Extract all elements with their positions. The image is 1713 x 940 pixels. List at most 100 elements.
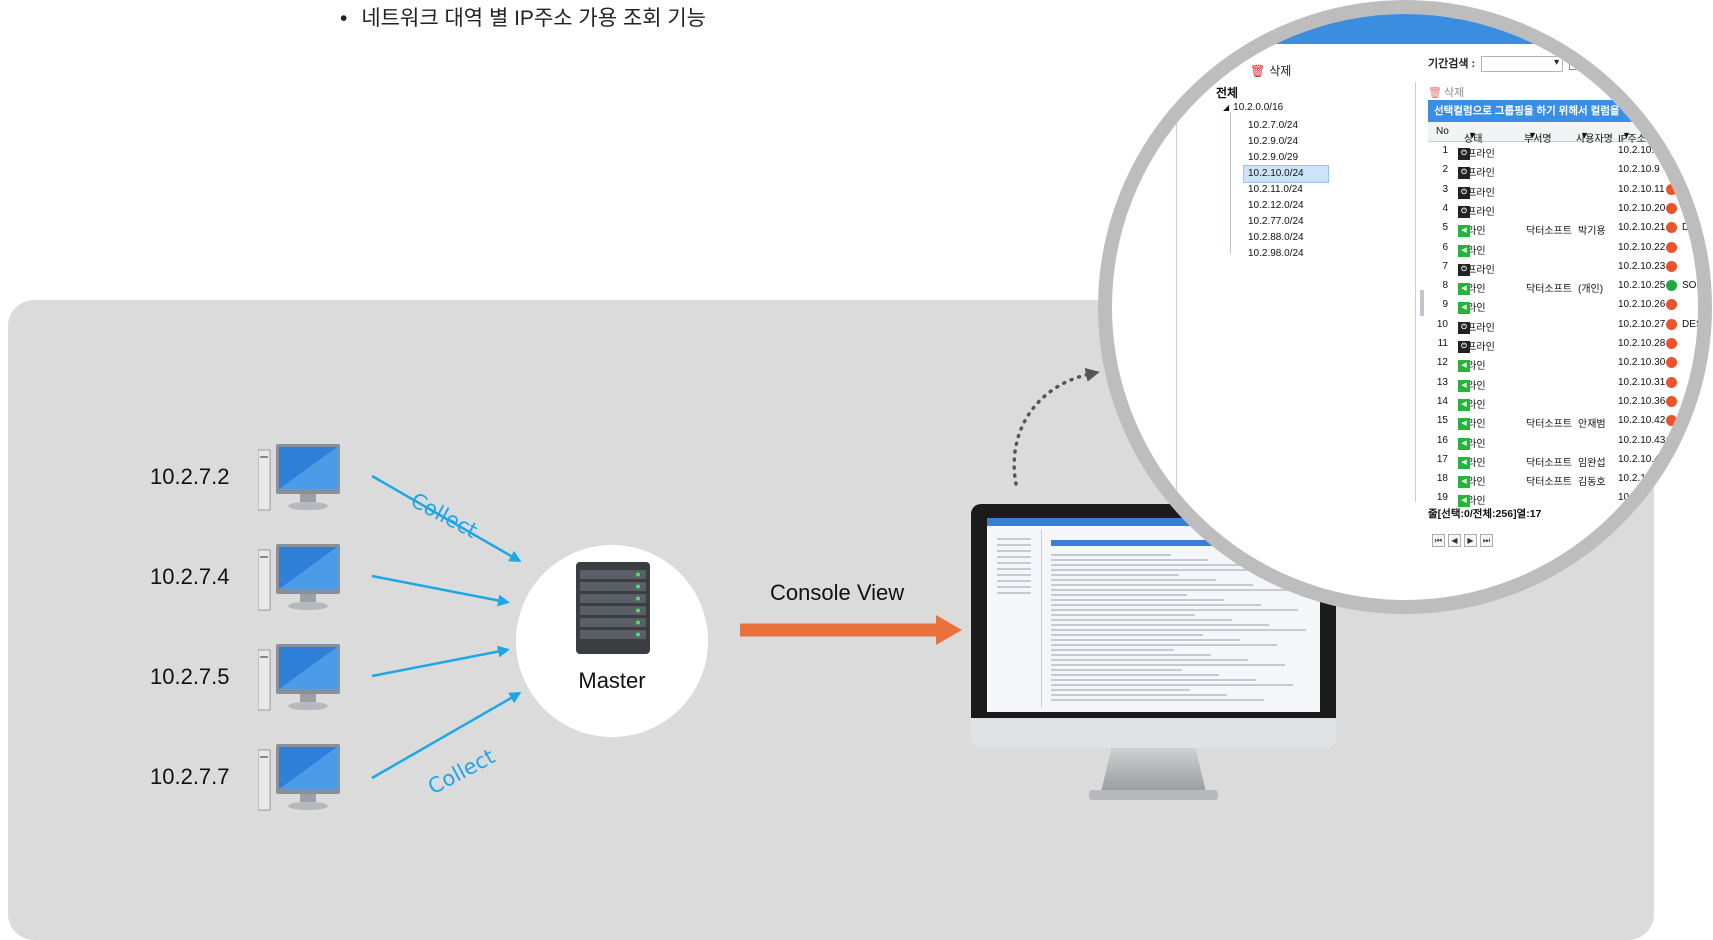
pc-power-icon[interactable] [1666,492,1677,504]
thumbnail-row [1051,669,1182,671]
tree-item[interactable]: 10.2.9.0/24 [1248,136,1299,147]
pc-power-icon[interactable] [1666,145,1677,156]
row-status: ⏻오프라인 [1458,261,1495,276]
tree-delete-label: 삭제 [1269,64,1292,78]
thumbnail-tree-row [997,574,1031,576]
last-page-button[interactable]: ⏭ [1480,534,1493,547]
filter-icon[interactable]: ▼ [1528,130,1537,140]
tree-node-network[interactable]: ◢10.2.0.0/16 [1223,102,1283,113]
master-label: Master [578,668,646,693]
next-page-button[interactable]: ▶ [1464,534,1477,547]
tree-item[interactable]: 10.2.77.0/24 [1248,216,1304,227]
period-select[interactable] [1481,56,1564,73]
tree-item[interactable]: 10.2.9.0/29 [1248,152,1299,163]
row-ip: 10.2.10.28 [1618,338,1666,349]
pc-power-icon[interactable] [1666,415,1677,427]
pc-power-icon[interactable] [1666,299,1677,311]
tree-item[interactable]: 10.2.12.0/24 [1248,200,1304,211]
offline-status-icon: ⏻ [1458,263,1470,276]
grid-delete-button[interactable]: 🗑삭제 [1428,84,1464,100]
row-ip: 10.2.10.20 [1618,202,1666,214]
pc-power-icon[interactable] [1666,453,1677,465]
pc-power-icon[interactable] [1666,183,1677,195]
online-status-icon: ◀ [1458,418,1470,431]
thumbnail-row [1051,579,1216,581]
pc-power-icon[interactable] [1666,241,1677,253]
thumbnail-row [1051,694,1227,696]
pc-power-icon[interactable] [1666,164,1677,176]
row-number: 5 [1442,222,1448,234]
thumbnail-tree-row [997,538,1031,540]
panel-splitter[interactable] [1420,290,1424,316]
tree-root[interactable]: 전체 [1216,86,1239,100]
row-status: ◀온라인 [1458,473,1486,489]
row-status-label: 온라인 [1458,457,1486,469]
pc-power-icon[interactable] [1666,395,1677,407]
pc-power-icon[interactable] [1666,202,1677,214]
row-status-label: 온라인 [1458,361,1486,373]
filter-icon[interactable]: ▼ [1468,130,1477,140]
column-pc[interactable]: 컴퓨 [1682,130,1701,141]
row-number: 17 [1436,453,1448,465]
thumbnail-row [1051,624,1269,626]
thumbnail-row [1051,599,1224,601]
pc-power-icon[interactable] [1666,434,1677,446]
row-dept: 닥터소프트 [1526,477,1572,489]
tree-item[interactable]: 10.2.7.0/24 [1248,120,1299,131]
collect-arrow-3 [371,645,510,678]
client-4: 10.2.7.7 [150,744,350,814]
date-value[interactable]: 2017-05-04 [1586,58,1643,70]
tree-item[interactable]: 10.2.10.0/24 [1243,165,1329,183]
column-no[interactable]: No [1436,126,1449,137]
thumbnail-tree-row [997,592,1031,594]
tree-item[interactable]: 10.2.11.0/24 [1248,184,1303,195]
collapse-triangle-icon[interactable]: ◢ [1223,103,1230,112]
tree-item[interactable]: 10.2.88.0/24 [1248,232,1304,243]
first-page-button[interactable]: ⏮ [1432,534,1445,547]
date-checkbox[interactable] [1569,58,1581,70]
computer-icon [258,544,340,611]
thumbnail-tree-row [997,562,1031,564]
row-ip: 10.2.10.21 [1618,222,1666,234]
pc-power-icon[interactable] [1666,357,1677,369]
filter-icon[interactable]: ▼ [1622,130,1631,140]
pc-power-icon[interactable] [1666,318,1677,330]
pc-power-icon[interactable] [1666,338,1677,349]
pc-power-icon[interactable] [1666,260,1677,272]
online-status-icon: ◀ [1458,495,1470,508]
pc-power-icon[interactable] [1666,376,1677,388]
computer-icon [258,744,340,811]
grid-delete-label: 삭제 [1443,87,1465,99]
group-by-hint[interactable]: 선택컬럼으로 그룹핑을 하기 위해서 컬럼을 여기로 드래그 하세요 [1428,100,1698,122]
pc-power-icon[interactable] [1666,473,1677,485]
row-dept: 닥터소프트 [1526,419,1572,431]
pc-power-icon[interactable] [1666,222,1677,234]
bullet-dot: • [340,7,348,30]
tree-item[interactable]: 10.2.98.0/24 [1248,248,1304,259]
grid-status: 줄[선택:0/전체:256]열:17 [1428,508,1542,520]
filter-icon[interactable]: ▼ [1580,130,1589,140]
pc-power-icon[interactable] [1666,280,1677,292]
prev-page-button[interactable]: ◀ [1448,534,1461,547]
row-status: ◀온라인 [1458,454,1486,469]
tree-delete-button[interactable]: 🗑삭제 [1250,62,1291,79]
